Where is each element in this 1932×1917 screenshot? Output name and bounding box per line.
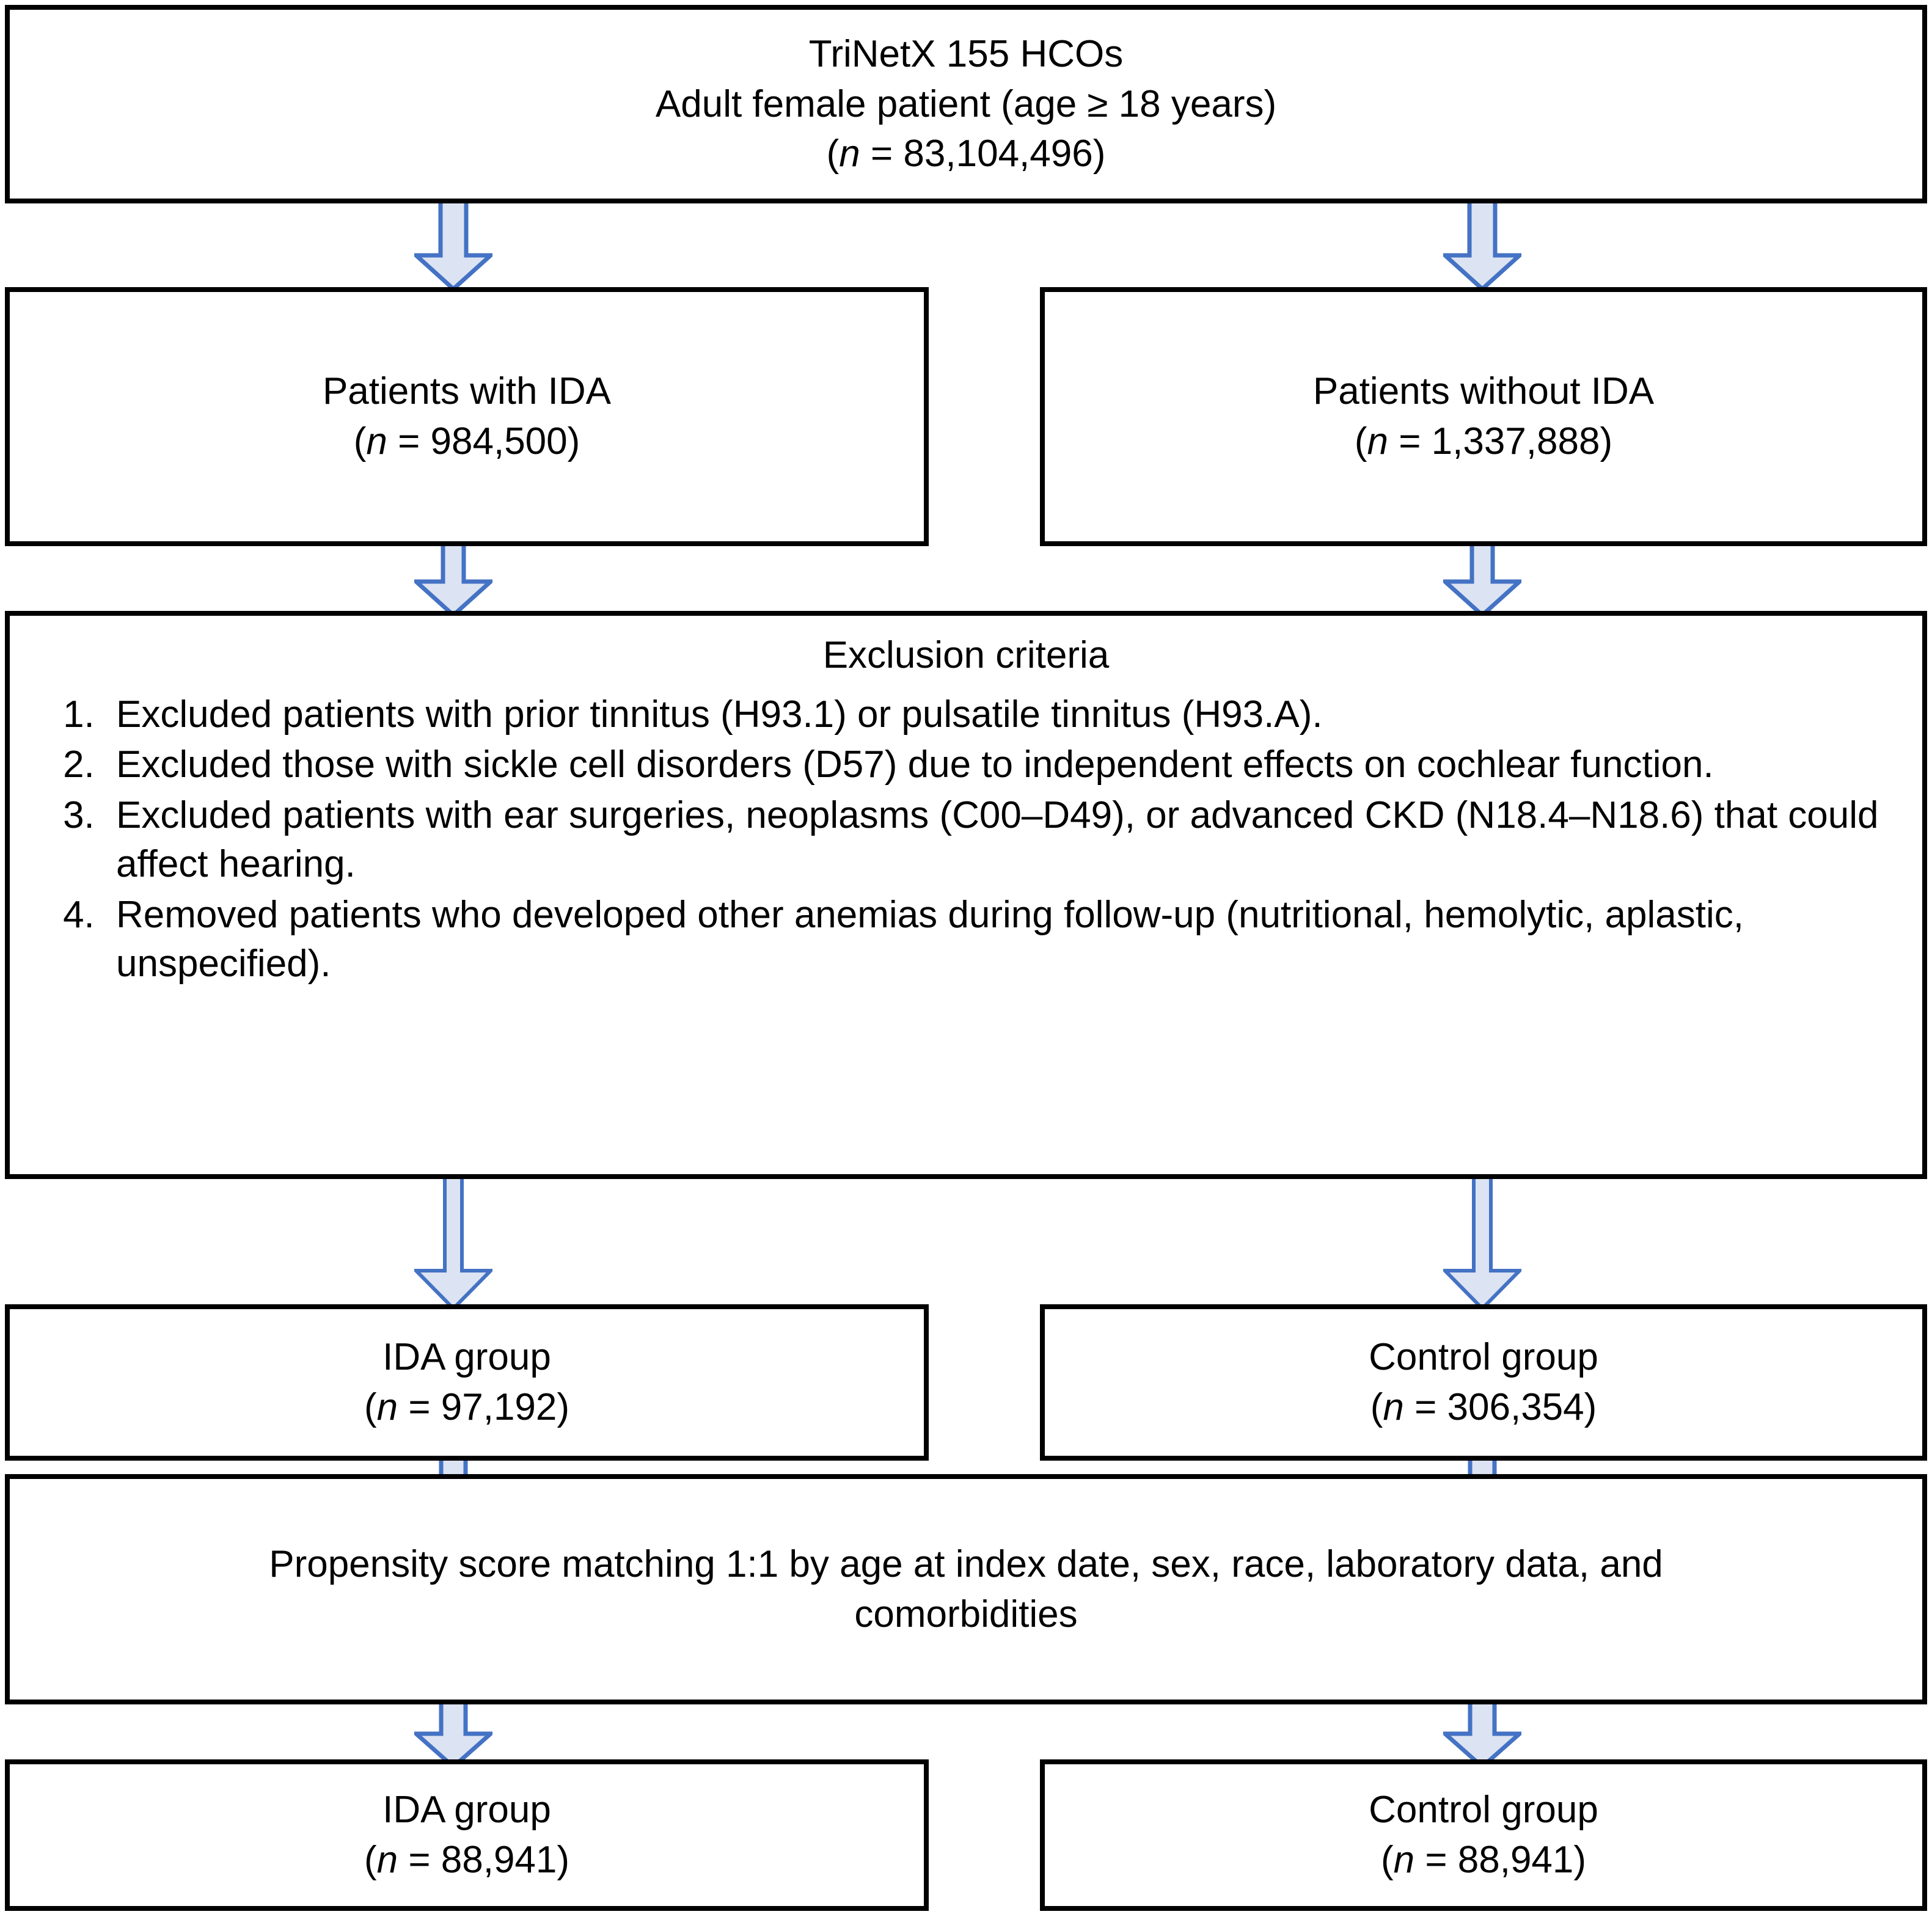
source-line2: Adult female patient (age ≥ 18 years) [655,82,1277,125]
ida-group-post-count: (n = 88,941) [364,1839,570,1881]
exclusion-item: Excluded patients with ear surgeries, ne… [105,791,1895,889]
source-line1: TriNetX 155 HCOs [808,32,1124,75]
ida-group-pre-count: (n = 97,192) [364,1386,570,1428]
arrow-matching-to-control-group-post [1443,1698,1521,1769]
arrow-source-to-no-ida [1443,199,1521,291]
ida-initial-label: Patients with IDA [322,370,612,413]
control-group-post-label: Control group [1369,1789,1598,1831]
node-control-group-postmatch: Control group (n = 88,941) [1040,1759,1927,1911]
no-ida-initial-count: (n = 1,337,888) [1354,420,1613,462]
ida-group-post-label: IDA group [382,1789,551,1831]
node-ida-group-prematch: IDA group (n = 97,192) [5,1304,929,1461]
control-group-pre-label: Control group [1369,1336,1598,1379]
ida-initial-count: (n = 984,500) [353,420,580,462]
arrow-source-to-ida [414,199,492,291]
arrow-matching-to-ida-group-post [414,1698,492,1769]
ida-group-pre-label: IDA group [382,1336,551,1379]
arrow-ida-to-exclusion [414,542,492,617]
arrow-exclusion-to-ida-group [414,1173,492,1310]
exclusion-item: Removed patients who developed other ane… [105,891,1895,989]
node-patients-without-ida: Patients without IDA (n = 1,337,888) [1040,287,1927,546]
node-propensity-score-matching: Propensity score matching 1:1 by age at … [5,1474,1927,1704]
arrow-no-ida-to-exclusion [1443,542,1521,617]
exclusion-item: Excluded patients with prior tinnitus (H… [105,690,1895,740]
matching-line1: Propensity score matching 1:1 by age at … [269,1543,1663,1585]
exclusion-criteria-list: Excluded patients with prior tinnitus (H… [37,690,1895,990]
node-patients-with-ida: Patients with IDA (n = 984,500) [5,287,929,546]
source-count: (n = 83,104,496) [826,133,1106,175]
matching-line2: comorbidities [854,1593,1078,1635]
node-exclusion-criteria: Exclusion criteria Excluded patients wit… [5,611,1927,1179]
control-group-post-count: (n = 88,941) [1380,1839,1587,1881]
control-group-pre-count: (n = 306,354) [1370,1386,1597,1428]
exclusion-criteria-title: Exclusion criteria [822,634,1110,676]
arrow-exclusion-to-control-group [1443,1173,1521,1310]
node-ida-group-postmatch: IDA group (n = 88,941) [5,1759,929,1911]
no-ida-initial-label: Patients without IDA [1312,370,1655,413]
node-source-population: TriNetX 155 HCOs Adult female patient (a… [5,5,1927,203]
exclusion-item: Excluded those with sickle cell disorder… [105,740,1895,790]
node-control-group-prematch: Control group (n = 306,354) [1040,1304,1927,1461]
